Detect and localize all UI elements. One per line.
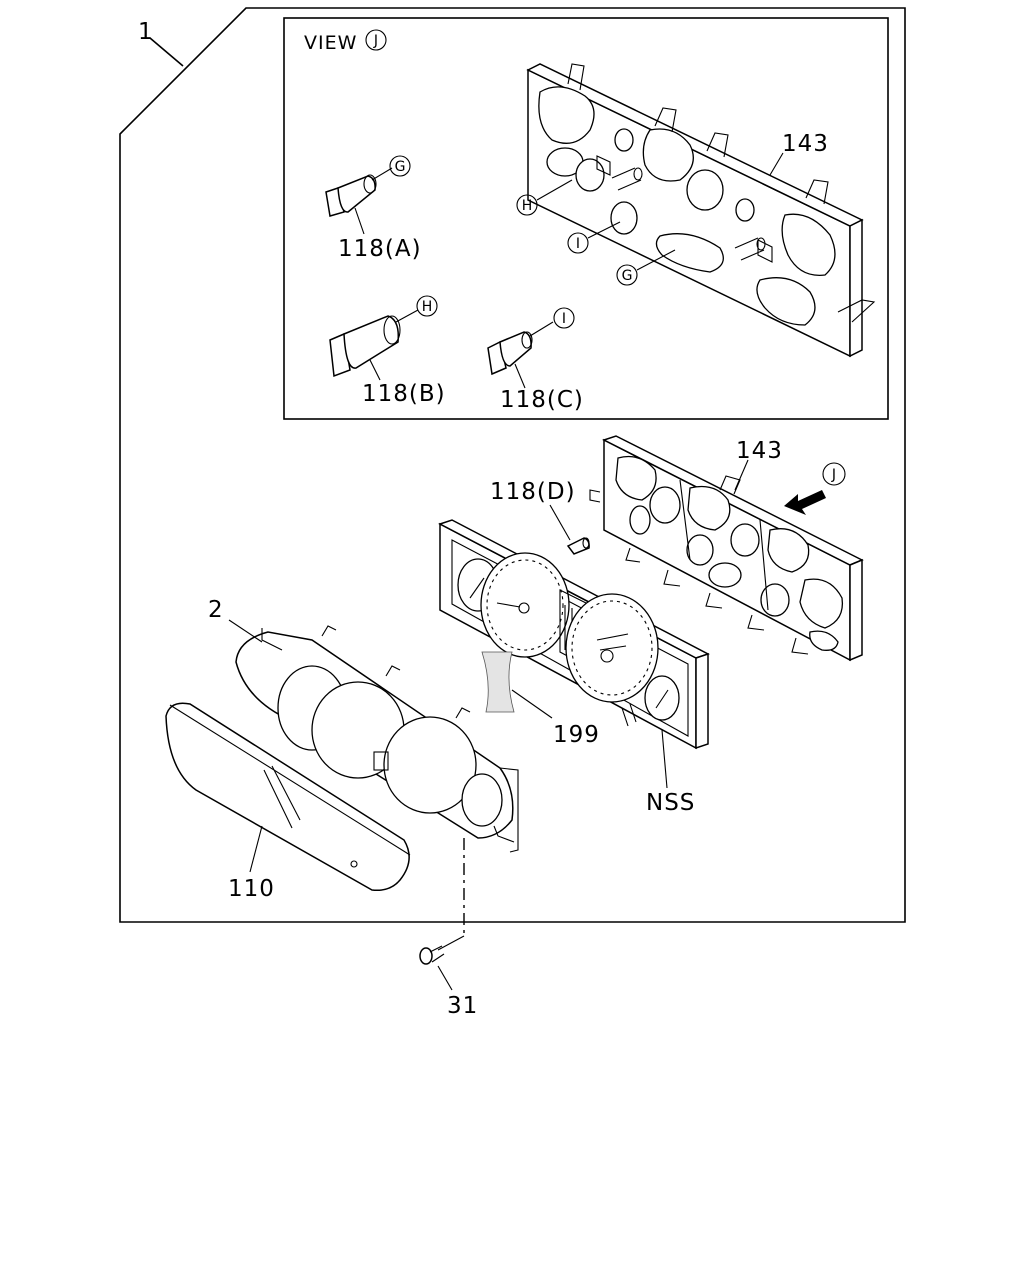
callout-assembly: 1 — [138, 19, 154, 45]
callout-bezel: 2 — [208, 597, 224, 623]
view-title: VIEW — [304, 32, 357, 54]
ref-marker-g-housing: G — [616, 249, 676, 286]
ref-marker-j-arrow: J — [822, 462, 846, 486]
svg-text:I: I — [562, 311, 566, 327]
callout-bulb-118d: 118(D) — [490, 479, 576, 505]
ref-marker-i-bulb: I — [553, 307, 575, 329]
meter-cluster — [438, 519, 710, 750]
callout-bulb-118a: 118(A) — [338, 236, 422, 262]
plate-199 — [481, 651, 515, 713]
svg-text:G: G — [395, 159, 406, 175]
view-ref-marker-j: J — [365, 29, 387, 51]
callout-bulb-118c: 118(C) — [500, 387, 584, 413]
housing-rear-view — [526, 63, 876, 358]
callout-plate: 199 — [553, 722, 600, 748]
lens-110 — [165, 702, 411, 892]
svg-text:I: I — [576, 236, 580, 252]
callout-lens: 110 — [228, 876, 275, 902]
svg-text:G: G — [622, 268, 633, 284]
ref-marker-g-bulb: G — [389, 155, 411, 177]
housing-main — [589, 435, 864, 662]
ref-marker-h-housing: H — [516, 179, 573, 216]
bulb-118a — [325, 167, 393, 235]
callout-housing-main: 143 — [736, 438, 783, 464]
view-direction-arrow — [784, 490, 826, 515]
view-inset-box — [283, 17, 889, 420]
svg-text:H: H — [522, 198, 533, 214]
bulb-118b — [329, 309, 419, 381]
callout-bulb-118b: 118(B) — [362, 381, 446, 407]
ref-marker-h-bulb: H — [416, 295, 438, 317]
bezel-2 — [235, 625, 519, 853]
ref-marker-i-housing: I — [567, 221, 621, 254]
assembly-frame — [119, 7, 906, 923]
callout-housing-view: 143 — [782, 131, 829, 157]
callout-screw: 31 — [447, 993, 478, 1019]
screw-31 — [419, 838, 465, 965]
svg-text:J: J — [831, 467, 836, 483]
svg-text:J: J — [373, 33, 378, 49]
bulb-118c — [487, 321, 554, 389]
svg-text:H: H — [422, 299, 433, 315]
callout-meter: NSS — [646, 790, 695, 816]
bulb-118d — [549, 504, 590, 555]
